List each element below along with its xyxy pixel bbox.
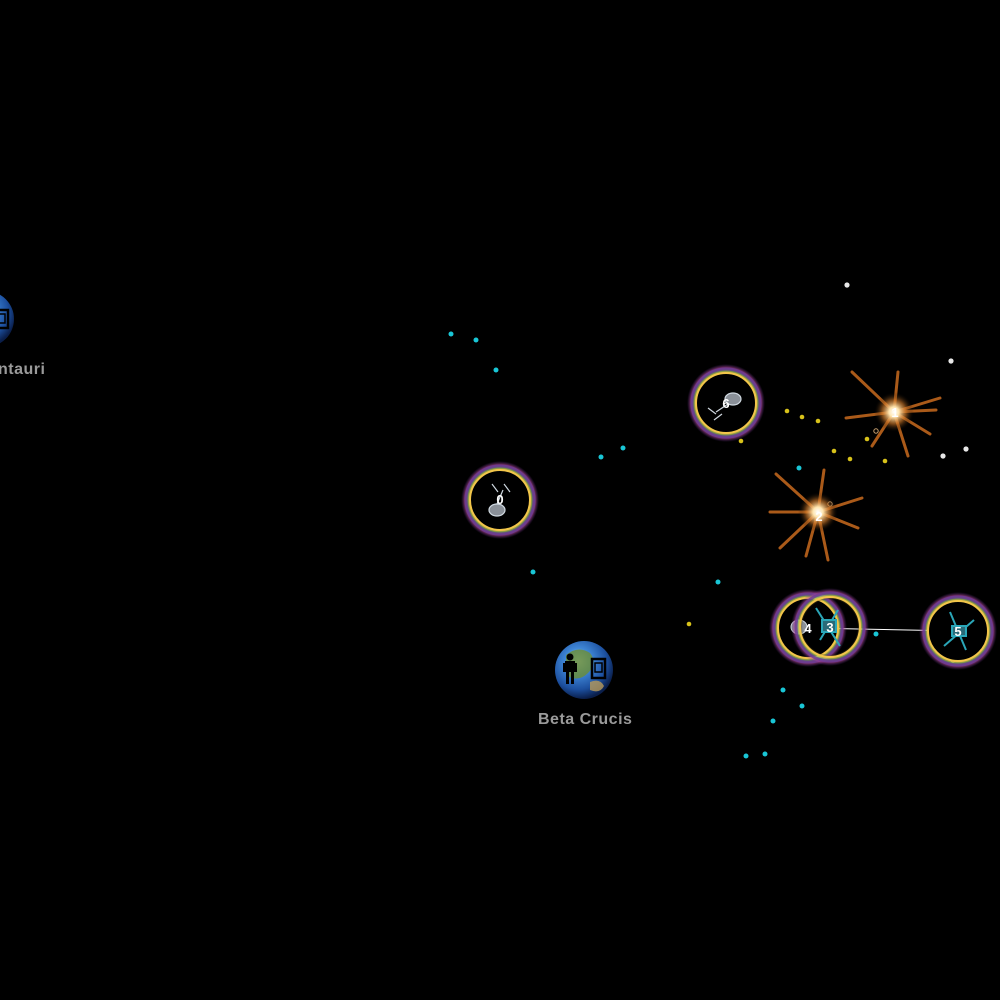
- explosion-2[interactable]: 2: [768, 468, 864, 562]
- warship-icon: [943, 611, 975, 651]
- fleet-number: 6: [722, 396, 729, 411]
- trail-dots: [448, 282, 969, 759]
- colony-icon: [590, 657, 607, 680]
- planet-alpha[interactable]: [0, 291, 14, 347]
- fleet-number: 5: [954, 624, 961, 639]
- fleet-6[interactable]: 6: [687, 364, 765, 442]
- fleet-3[interactable]: 3: [791, 588, 869, 666]
- colony-icon: [0, 308, 10, 330]
- fleet-number: 3: [826, 620, 833, 635]
- warship-icon: [815, 607, 841, 647]
- fleet-5[interactable]: 5: [919, 592, 997, 670]
- explosion-number: 2: [815, 509, 822, 524]
- population-icon: [563, 653, 577, 684]
- planet-beta-crucis[interactable]: [555, 641, 613, 699]
- starship-icon: [488, 483, 511, 517]
- fleet-number: 0: [496, 492, 503, 507]
- explosion-1[interactable]: 1: [844, 370, 942, 458]
- starship-icon: [707, 392, 742, 421]
- planet-label-beta-crucis: Beta Crucis: [538, 711, 633, 728]
- planet-label-alpha: ntauri: [0, 361, 46, 378]
- explosion-number: 1: [891, 405, 898, 420]
- fleet-0[interactable]: 0: [461, 461, 539, 539]
